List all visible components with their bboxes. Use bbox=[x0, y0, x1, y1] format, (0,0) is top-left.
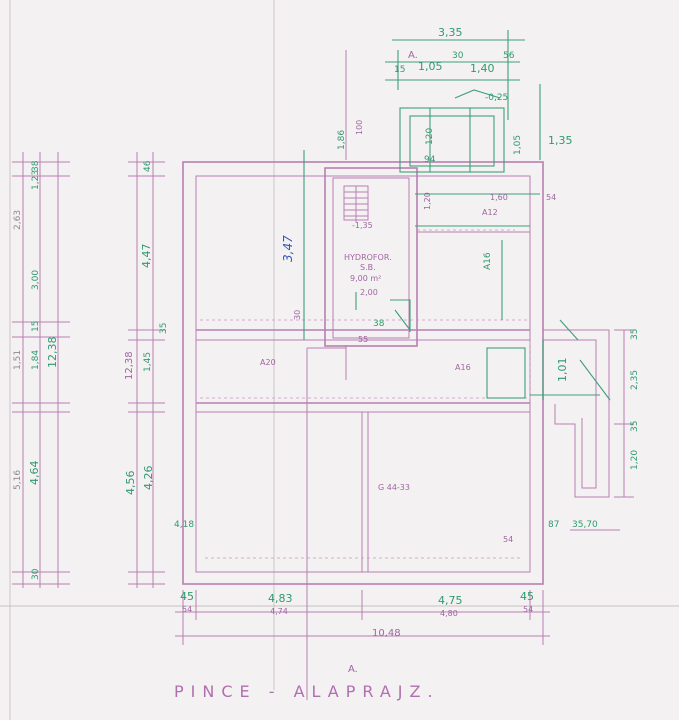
dim-mid-1238: 12,38 bbox=[124, 351, 135, 380]
dim-left-263: 2,63 bbox=[13, 210, 23, 230]
dim-right-35b: 35 bbox=[630, 421, 640, 432]
dim-w-94: 94 bbox=[424, 155, 436, 165]
dim-top-105: 1,05 bbox=[418, 60, 443, 73]
dim-b-45a: 45 bbox=[180, 590, 194, 603]
room-level: -1,35 bbox=[352, 221, 373, 230]
label-a20: A20 bbox=[260, 358, 276, 367]
dim-right-235: 2,35 bbox=[630, 370, 640, 390]
dim-b-54b: 54 bbox=[523, 605, 533, 614]
section-label-top: A. bbox=[408, 50, 418, 61]
dim-top-56: 56 bbox=[503, 51, 515, 61]
dim-mid-145: 1,45 bbox=[143, 352, 153, 372]
outer-walls bbox=[182, 161, 610, 585]
dim-left-184: 1,84 bbox=[31, 350, 41, 370]
dim-b-475: 4,75 bbox=[438, 594, 463, 607]
dimension-lines bbox=[12, 152, 634, 645]
dim-left-123: 1,23 bbox=[31, 170, 41, 190]
drawing-title: PINCE - ALAPRAJZ. bbox=[174, 682, 440, 701]
dim-left-30: 30 bbox=[31, 568, 41, 580]
dim-v-418: 4,18 bbox=[174, 520, 194, 530]
label-g44: G 44-33 bbox=[378, 483, 410, 492]
dim-top-140: 1,40 bbox=[470, 62, 495, 75]
room-code: S.B. bbox=[360, 263, 376, 272]
dim-v-120: 120 bbox=[425, 128, 435, 145]
dim-left-015: 15 bbox=[31, 321, 41, 332]
section-label-bottom: A. bbox=[348, 664, 358, 675]
dim-right-35a: 35 bbox=[630, 329, 640, 340]
dim-blue-347: 3,47 bbox=[281, 235, 295, 262]
dim-top-15: 15 bbox=[394, 65, 405, 75]
dim-w-30: 30 bbox=[293, 310, 302, 320]
dim-v-186: 1,86 bbox=[337, 130, 347, 150]
label-a16-right: A16 bbox=[483, 252, 493, 270]
dim-v-126: 1,20 bbox=[423, 192, 432, 210]
green-additions bbox=[303, 30, 611, 401]
dim-b-483: 4,83 bbox=[268, 592, 293, 605]
dim-left-516: 5,16 bbox=[13, 470, 23, 490]
dim-b-45b: 45 bbox=[520, 590, 534, 603]
dim-w-38: 38 bbox=[373, 319, 385, 329]
room-area: 9,00 m² bbox=[350, 274, 381, 283]
dim-top-30: 30 bbox=[452, 51, 464, 61]
dim-inner-54: 54 bbox=[503, 535, 513, 544]
dim-left-464: 4,64 bbox=[28, 461, 41, 486]
dim-left-1238: 12,38 bbox=[46, 337, 59, 369]
dim-b-474: 4,74 bbox=[270, 607, 288, 616]
dim-mid-456: 4,56 bbox=[124, 471, 137, 496]
dim-left-038: 38 bbox=[31, 160, 41, 172]
label-a12: A12 bbox=[482, 208, 498, 217]
room-name: HYDROFOR. bbox=[344, 253, 392, 262]
dim-left-300: 3,00 bbox=[31, 270, 41, 290]
room-width: 2,00 bbox=[360, 288, 378, 297]
internal-walls bbox=[196, 50, 531, 700]
dim-left-151: 1,51 bbox=[13, 350, 23, 370]
dim-w-160: 1,60 bbox=[490, 193, 508, 202]
dim-right-135: 1,35 bbox=[548, 134, 573, 147]
dim-mid-35: 35 bbox=[159, 323, 169, 334]
dim-mid-447: 4,47 bbox=[140, 244, 153, 269]
dim-b-480: 4,80 bbox=[440, 609, 458, 618]
dim-b-54a: 54 bbox=[182, 605, 192, 614]
label-a16-wall: A16 bbox=[455, 363, 471, 372]
dim-mid-46: 46 bbox=[143, 160, 153, 172]
dim-top-335: 3,35 bbox=[438, 26, 463, 39]
dim-b-1048: 10,48 bbox=[372, 628, 401, 639]
dim-w-54: 54 bbox=[546, 193, 556, 202]
dim-right-120: 1,20 bbox=[630, 450, 640, 470]
dim-v-100: 100 bbox=[355, 120, 364, 135]
dim-w-55: 55 bbox=[358, 335, 368, 344]
dim-right-101: 1,01 bbox=[556, 358, 569, 383]
dim-right-87: 87 bbox=[548, 520, 559, 530]
dim-right-3570: 35,70 bbox=[572, 520, 598, 530]
dim-minus-025: -0,25 bbox=[485, 93, 508, 103]
dim-v-105: 1,05 bbox=[513, 135, 523, 155]
dim-mid-426: 4,26 bbox=[142, 466, 155, 491]
